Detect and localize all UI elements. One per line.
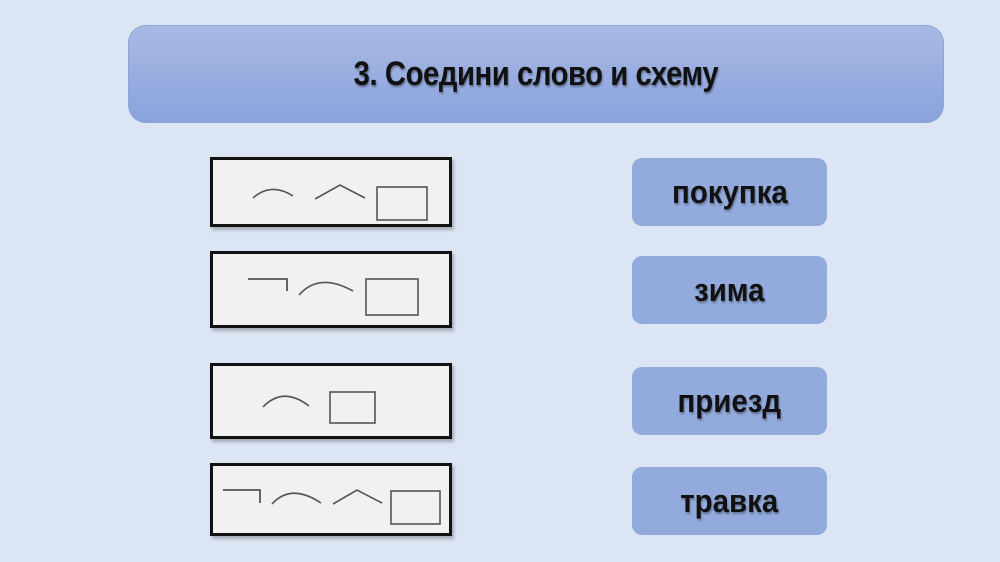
schema-card-4[interactable] xyxy=(210,463,452,536)
word-structure-schema-icon xyxy=(252,184,428,221)
word-label: покупка xyxy=(671,173,788,210)
word-label: зима xyxy=(694,271,765,308)
word-button-3[interactable]: приезд xyxy=(632,367,827,435)
word-button-2[interactable]: зима xyxy=(632,256,827,324)
slide-title: 3. Соедини слово и схему xyxy=(353,54,719,93)
word-structure-schema-icon xyxy=(262,391,376,424)
word-label: травка xyxy=(680,482,779,519)
word-structure-schema-icon xyxy=(248,278,419,316)
word-structure-schema-icon xyxy=(223,489,441,525)
schema-card-3[interactable] xyxy=(210,363,452,439)
schema-card-2[interactable] xyxy=(210,251,452,328)
word-button-1[interactable]: покупка xyxy=(632,158,827,226)
word-button-4[interactable]: травка xyxy=(632,467,827,535)
title-banner: 3. Соедини слово и схему xyxy=(128,25,944,123)
schema-card-1[interactable] xyxy=(210,157,452,227)
word-label: приезд xyxy=(677,382,782,419)
